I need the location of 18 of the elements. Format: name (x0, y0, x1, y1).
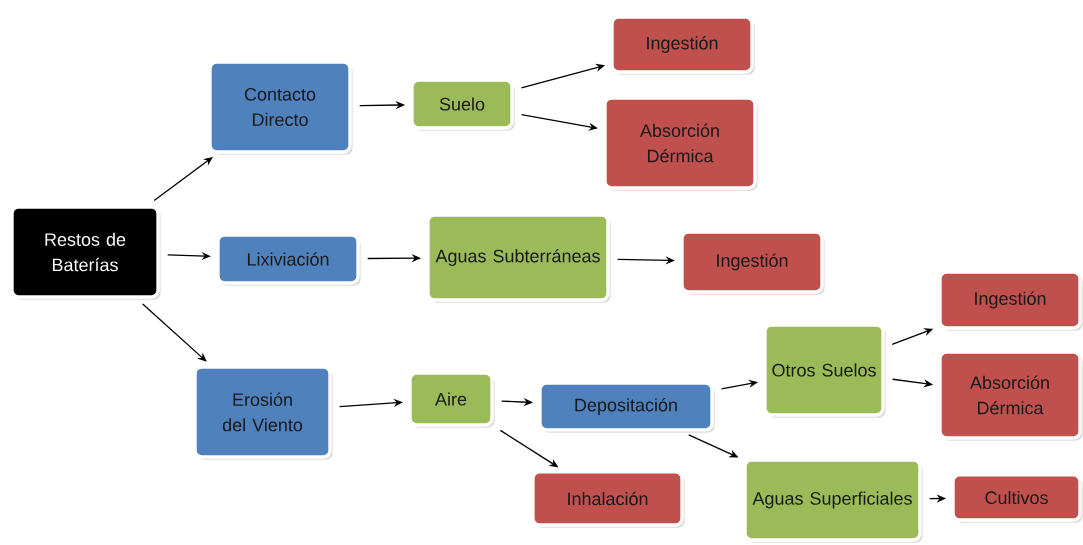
exposure-box: Ingestión (680, 230, 825, 295)
source-box: Restos de Baterías (10, 205, 161, 300)
pathway-box: Lixiviación (216, 233, 361, 286)
pathway-box: Erosión del Viento (193, 365, 333, 460)
arrow (142, 303, 207, 362)
medium-box: Otros Suelos (763, 323, 886, 418)
exposure-box: Absorción Dérmica (938, 350, 1083, 441)
medium-box: Aguas Subterráneas (426, 213, 611, 303)
pathway-box: Contacto Directo (208, 60, 353, 155)
exposure-box: Absorción Dérmica (603, 96, 758, 191)
medium-box: Suelo (410, 78, 515, 131)
medium-box: Aguas Superficiales (743, 458, 923, 543)
exposure-box: Ingestión (938, 270, 1083, 331)
pathway-box: Depositación (538, 381, 715, 433)
exposure-box: Inhalación (531, 470, 685, 528)
exposure-box: Cultivos (951, 473, 1083, 523)
medium-box: Aire (408, 371, 495, 428)
exposure-box: Ingestión (610, 15, 755, 75)
